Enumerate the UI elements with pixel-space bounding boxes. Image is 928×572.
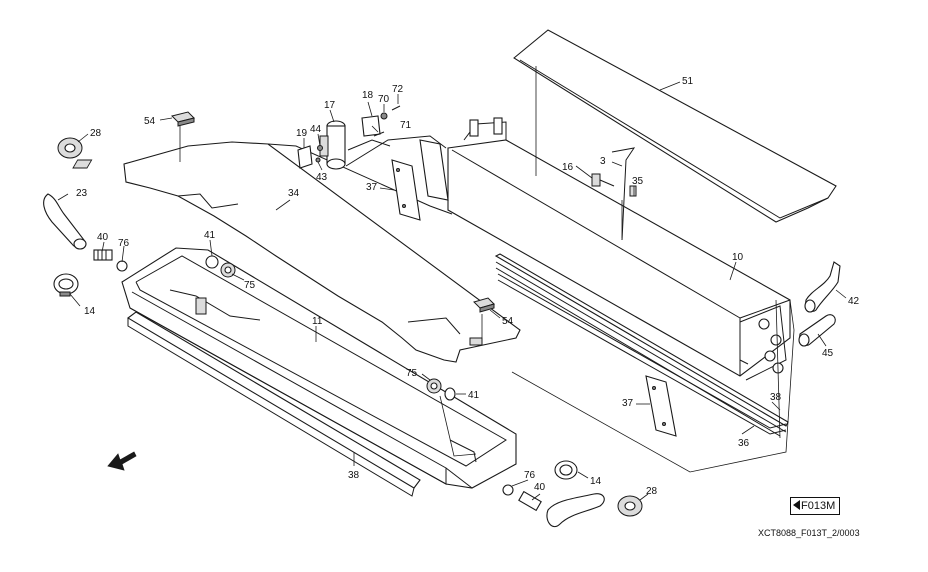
hose-grommet-left: [57, 137, 83, 159]
callout-19: 19: [296, 128, 308, 139]
drawing-reference: XCT8088_F013T_2/0003: [758, 528, 860, 538]
left-arrow-icon: [793, 500, 800, 510]
drain-hose-right: [546, 493, 605, 528]
callout-51: 51: [682, 76, 694, 87]
hose-clamp-right: [554, 460, 578, 480]
callout-14-lower: 14: [590, 476, 602, 487]
callout-37: 37: [366, 182, 378, 193]
drain-fitting-left: [93, 249, 128, 272]
drain-fitting-right: [502, 484, 542, 512]
drain-pan: [121, 247, 517, 489]
callout-10: 10: [732, 252, 744, 263]
callout-76: 76: [118, 238, 130, 249]
side-panel-upper: [391, 139, 449, 221]
callout-76-lower: 76: [524, 470, 536, 481]
callout-38-right: 38: [770, 392, 782, 403]
hose-clamp-left: [53, 273, 79, 297]
drain-hose-left: [43, 193, 87, 250]
leader-lines: [57, 81, 847, 501]
callout-labels: 51 28 23 40 76 14 54 17 18 70 72 71 19 4…: [76, 76, 860, 497]
assembly-lines: [179, 66, 795, 473]
callout-40: 40: [97, 232, 109, 243]
top-cover-panel: [513, 29, 837, 223]
o-ring-upper: [205, 255, 219, 269]
callout-16: 16: [562, 162, 574, 173]
callout-18: 18: [362, 90, 374, 101]
support-rail: [497, 273, 787, 435]
callout-3: 3: [600, 156, 606, 167]
callout-43: 43: [316, 172, 328, 183]
figure-code-box: F013M: [790, 497, 841, 515]
callout-38-lower: 38: [348, 470, 360, 481]
callout-45: 45: [822, 348, 834, 359]
callout-35: 35: [632, 176, 644, 187]
callout-28-lower: 28: [646, 486, 658, 497]
nut-lower: [426, 378, 442, 394]
callout-23: 23: [76, 188, 88, 199]
callout-17: 17: [324, 100, 336, 111]
water-hose-upper: [804, 261, 841, 313]
hose-grommet-right: [617, 495, 643, 517]
sensor-holder: [591, 147, 637, 241]
nut-upper: [220, 262, 236, 278]
callout-28: 28: [90, 128, 102, 139]
callout-41: 41: [204, 230, 216, 241]
callout-11: 11: [312, 316, 323, 327]
callout-75: 75: [244, 280, 256, 291]
water-hose-lower: [798, 314, 836, 347]
callout-54: 54: [144, 116, 156, 127]
valve-assembly: [297, 105, 447, 170]
callout-70: 70: [378, 94, 390, 105]
o-ring-lower: [444, 387, 456, 401]
foam-pad-upper: [171, 111, 195, 127]
callout-42: 42: [848, 296, 860, 307]
front-direction-arrow: [107, 451, 137, 471]
callout-72: 72: [392, 84, 404, 95]
callout-41-lower: 41: [468, 390, 480, 401]
callout-40-lower: 40: [534, 482, 546, 493]
callout-44: 44: [310, 124, 322, 135]
callout-54-lower: 54: [502, 316, 514, 327]
figure-code-text: F013M: [801, 500, 836, 512]
callout-36: 36: [738, 438, 750, 449]
foam-pad-lower: [473, 297, 495, 313]
callout-37-lower: 37: [622, 398, 634, 409]
callout-75-lower: 75: [406, 368, 418, 379]
foam-strip-lower-left: [127, 311, 421, 497]
side-panel-lower: [645, 375, 677, 437]
insulation-sheet: [72, 141, 521, 363]
callout-71: 71: [400, 120, 412, 131]
callout-34: 34: [288, 188, 300, 199]
callout-14: 14: [84, 306, 96, 317]
